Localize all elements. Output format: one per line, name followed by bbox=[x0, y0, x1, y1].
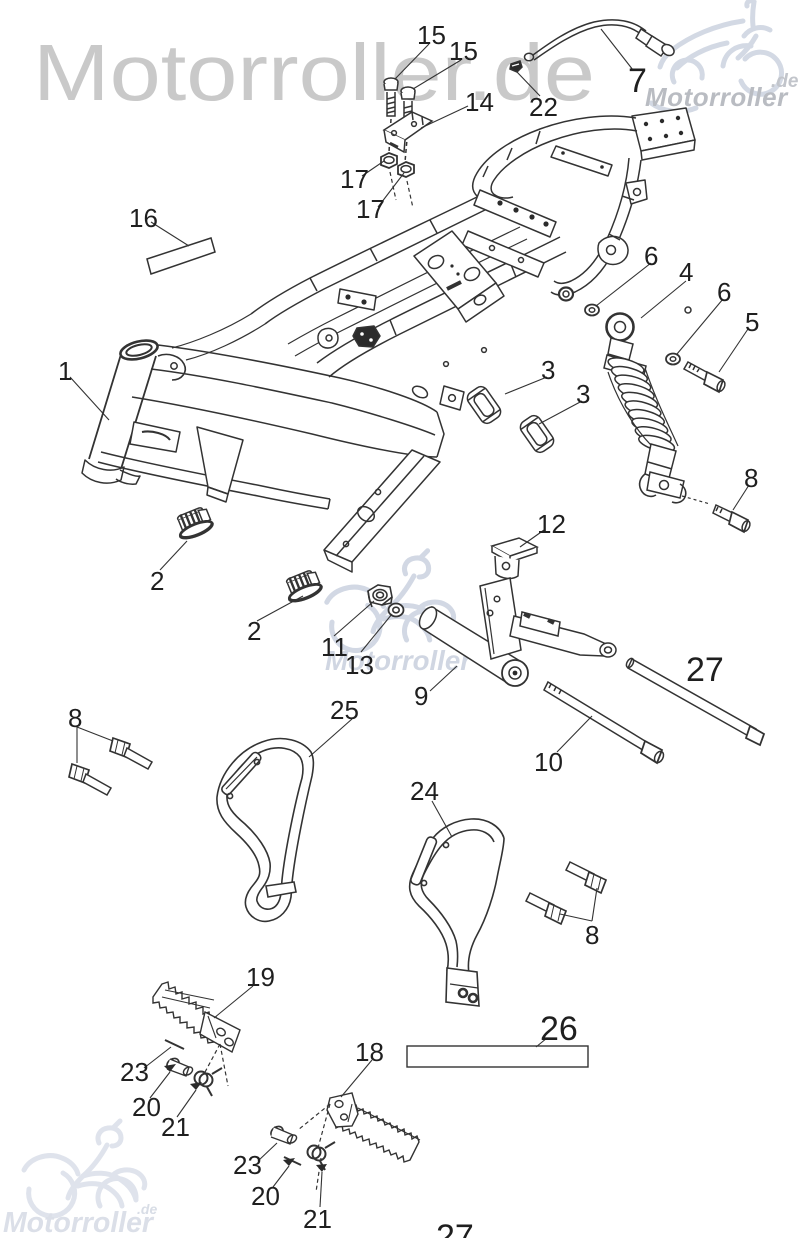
svg-text:23: 23 bbox=[233, 1150, 262, 1180]
svg-text:10: 10 bbox=[534, 747, 563, 777]
svg-text:8: 8 bbox=[744, 463, 758, 493]
svg-text:25: 25 bbox=[330, 695, 359, 725]
svg-text:20: 20 bbox=[132, 1092, 161, 1122]
svg-text:2: 2 bbox=[150, 566, 164, 596]
svg-text:9: 9 bbox=[414, 681, 428, 711]
svg-text:6: 6 bbox=[644, 241, 658, 271]
svg-text:22: 22 bbox=[529, 92, 558, 122]
svg-text:17: 17 bbox=[356, 194, 385, 224]
svg-text:Motorroller.de: Motorroller.de bbox=[33, 28, 595, 117]
svg-text:19: 19 bbox=[246, 962, 275, 992]
svg-text:17: 17 bbox=[340, 164, 369, 194]
svg-text:21: 21 bbox=[161, 1112, 190, 1142]
svg-text:.de: .de bbox=[137, 1201, 157, 1217]
svg-text:Motorroller: Motorroller bbox=[325, 645, 473, 676]
svg-text:14: 14 bbox=[465, 87, 494, 117]
svg-text:6: 6 bbox=[717, 277, 731, 307]
svg-text:1: 1 bbox=[58, 356, 72, 386]
svg-text:27: 27 bbox=[436, 1218, 474, 1238]
svg-text:27: 27 bbox=[686, 651, 724, 689]
svg-text:21: 21 bbox=[303, 1204, 332, 1234]
svg-text:5: 5 bbox=[745, 307, 759, 337]
svg-text:12: 12 bbox=[537, 509, 566, 539]
svg-text:8: 8 bbox=[585, 920, 599, 950]
svg-text:15: 15 bbox=[417, 20, 446, 50]
svg-text:Motorroller: Motorroller bbox=[3, 1207, 155, 1238]
svg-text:8: 8 bbox=[68, 703, 82, 733]
svg-text:3: 3 bbox=[576, 379, 590, 409]
svg-text:26: 26 bbox=[540, 1010, 578, 1048]
svg-text:7: 7 bbox=[628, 62, 647, 100]
svg-text:15: 15 bbox=[449, 36, 478, 66]
svg-text:11: 11 bbox=[321, 632, 348, 662]
svg-text:13: 13 bbox=[345, 650, 374, 680]
svg-text:16: 16 bbox=[129, 203, 158, 233]
svg-text:4: 4 bbox=[679, 257, 693, 287]
svg-text:18: 18 bbox=[355, 1037, 384, 1067]
svg-text:Motorroller: Motorroller bbox=[645, 82, 789, 112]
svg-text:.de: .de bbox=[771, 71, 799, 92]
svg-text:24: 24 bbox=[410, 776, 439, 806]
svg-text:23: 23 bbox=[120, 1057, 149, 1087]
svg-text:20: 20 bbox=[251, 1181, 280, 1211]
svg-text:2: 2 bbox=[247, 616, 261, 646]
svg-text:3: 3 bbox=[541, 355, 555, 385]
